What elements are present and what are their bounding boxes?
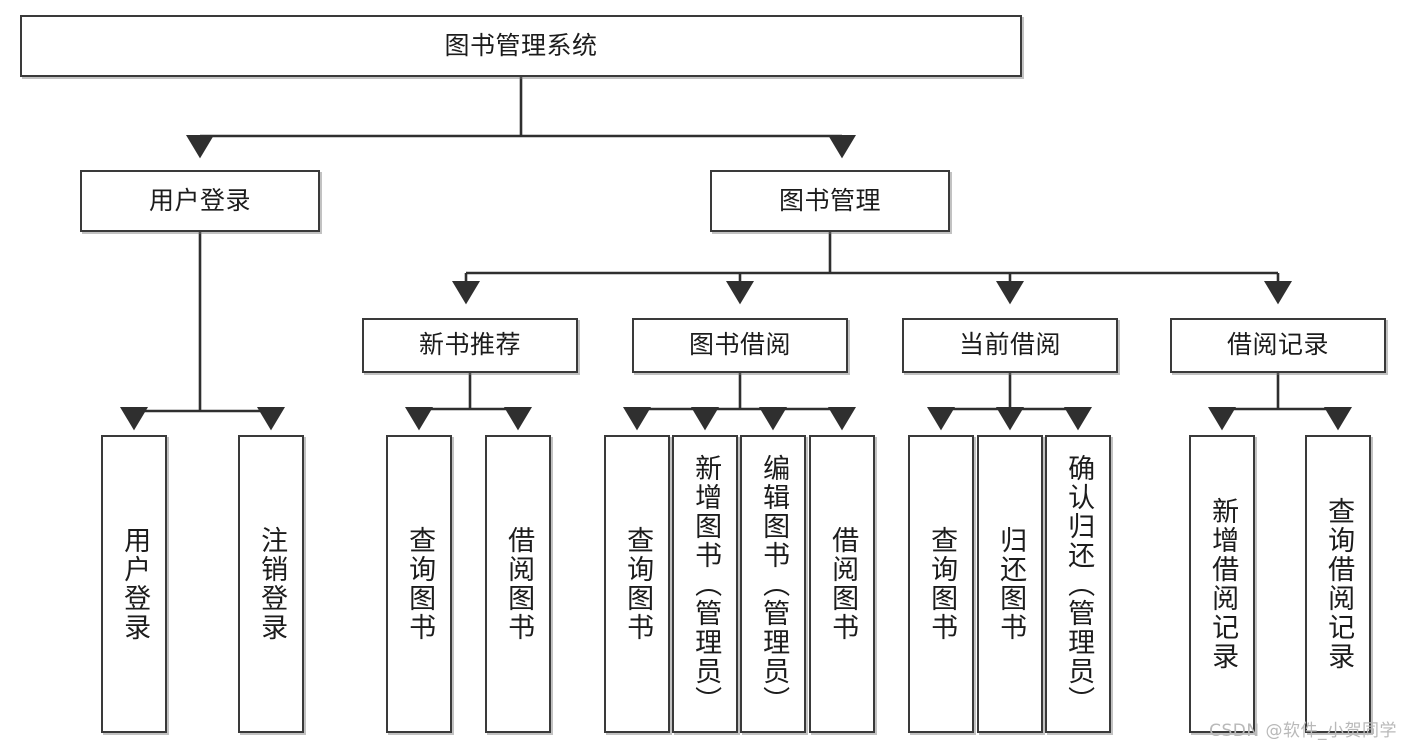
node-book-borrow[interactable]: 图书借阅 — [632, 318, 848, 373]
leaf-edit-book[interactable]: 编辑图书（管理员） — [740, 435, 806, 733]
node-root-label: 图书管理系统 — [444, 30, 598, 60]
node-borrow-record[interactable]: 借阅记录 — [1170, 318, 1386, 373]
node-new-book-recommend-label: 新书推荐 — [418, 330, 521, 360]
node-borrow-record-label: 借阅记录 — [1226, 330, 1329, 360]
leaf-query-book-3-label: 查询图书 — [926, 526, 958, 642]
leaf-logout-login[interactable]: 注销登录 — [238, 435, 304, 733]
leaf-query-book-2-label: 查询图书 — [622, 526, 654, 642]
node-user-login-label: 用户登录 — [148, 185, 251, 215]
node-new-book-recommend[interactable]: 新书推荐 — [362, 318, 578, 373]
leaf-add-record-label: 新增借阅记录 — [1207, 497, 1239, 671]
leaf-query-record-label: 查询借阅记录 — [1323, 497, 1355, 671]
node-book-manage[interactable]: 图书管理 — [710, 170, 950, 232]
leaf-borrow-book-2-label: 借阅图书 — [827, 526, 859, 642]
node-book-manage-label: 图书管理 — [778, 185, 881, 215]
node-user-login[interactable]: 用户登录 — [80, 170, 320, 232]
leaf-edit-book-label: 编辑图书（管理员） — [758, 453, 790, 715]
leaf-borrow-book-1-label: 借阅图书 — [503, 526, 535, 642]
node-current-borrow-label: 当前借阅 — [958, 330, 1061, 360]
leaf-query-book-2[interactable]: 查询图书 — [604, 435, 670, 733]
leaf-return-book[interactable]: 归还图书 — [977, 435, 1043, 733]
node-current-borrow[interactable]: 当前借阅 — [902, 318, 1118, 373]
leaf-query-record[interactable]: 查询借阅记录 — [1305, 435, 1371, 733]
leaf-add-book-label: 新增图书（管理员） — [690, 453, 722, 715]
leaf-user-login-label: 用户登录 — [119, 526, 151, 642]
leaf-return-book-label: 归还图书 — [995, 526, 1027, 642]
leaf-query-book-3[interactable]: 查询图书 — [908, 435, 974, 733]
leaf-query-book-1-label: 查询图书 — [404, 526, 436, 642]
leaf-add-record[interactable]: 新增借阅记录 — [1189, 435, 1255, 733]
leaf-borrow-book-2[interactable]: 借阅图书 — [809, 435, 875, 733]
leaf-user-login[interactable]: 用户登录 — [101, 435, 167, 733]
leaf-logout-login-label: 注销登录 — [256, 526, 288, 642]
node-root[interactable]: 图书管理系统 — [20, 15, 1022, 77]
leaf-borrow-book-1[interactable]: 借阅图书 — [485, 435, 551, 733]
leaf-confirm-return-label: 确认归还（管理员） — [1063, 453, 1095, 715]
leaf-confirm-return[interactable]: 确认归还（管理员） — [1045, 435, 1111, 733]
watermark: CSDN @软件_小贺同学 — [1209, 721, 1397, 741]
leaf-add-book[interactable]: 新增图书（管理员） — [672, 435, 738, 733]
leaf-query-book-1[interactable]: 查询图书 — [386, 435, 452, 733]
node-book-borrow-label: 图书借阅 — [688, 330, 791, 360]
